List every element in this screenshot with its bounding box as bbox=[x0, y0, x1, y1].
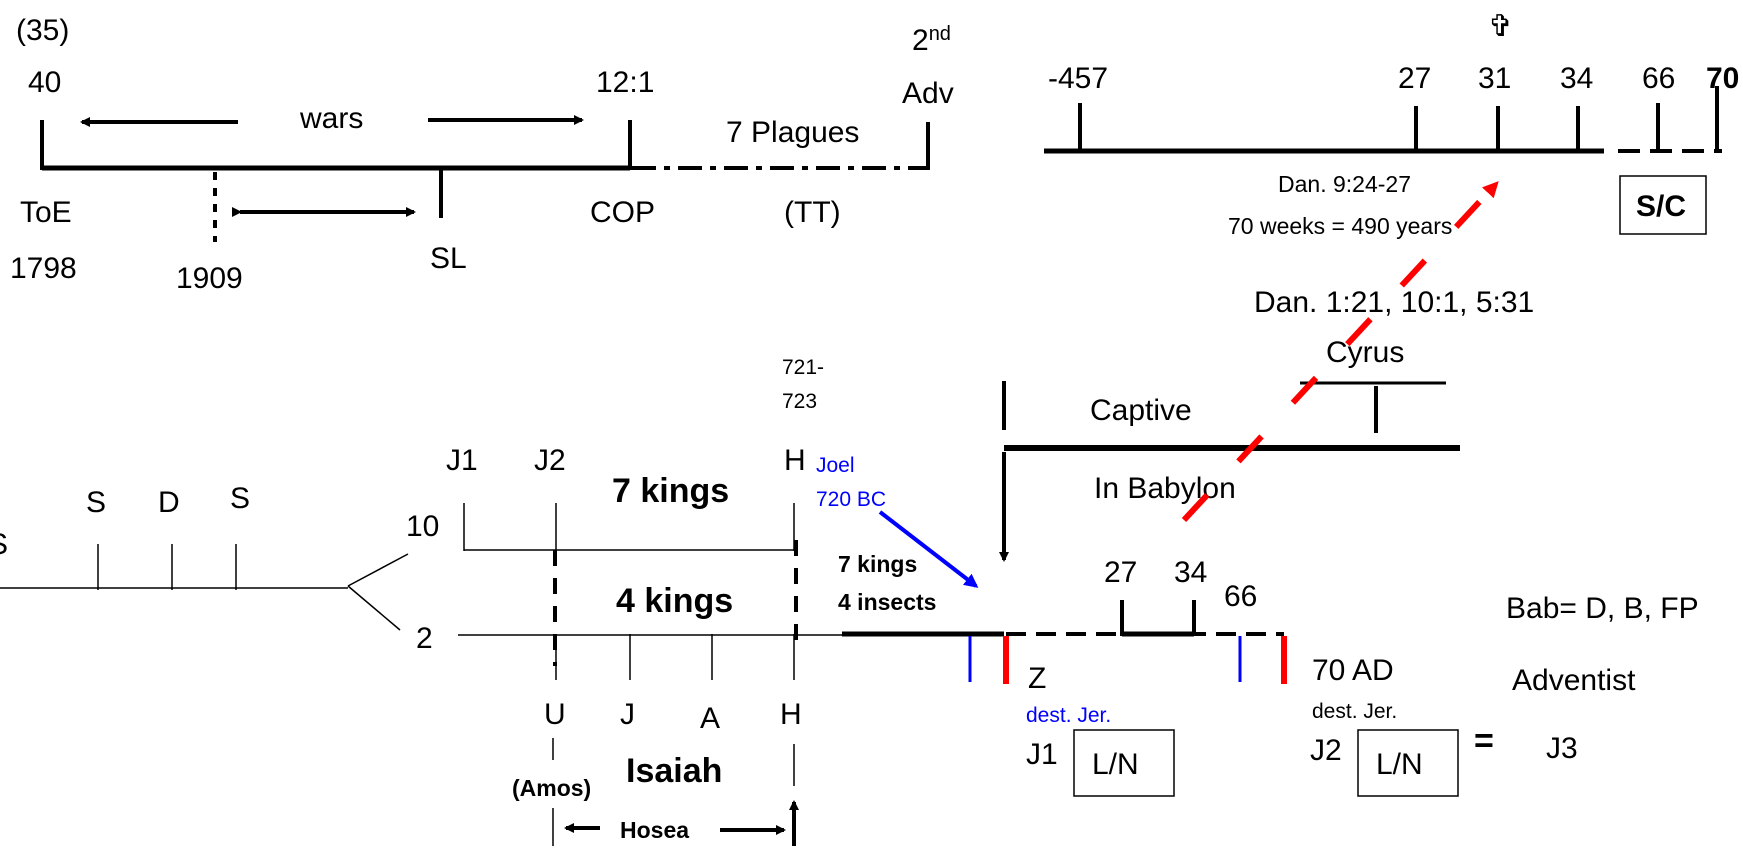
label-7-kings: 7 kings bbox=[612, 472, 729, 510]
label-hosea: Hosea bbox=[620, 817, 689, 843]
label-31: 31 bbox=[1478, 62, 1511, 95]
label-7-kings-b: 7 kings bbox=[838, 551, 917, 577]
label-723: 723 bbox=[782, 390, 817, 413]
label-12-1: 12:1 bbox=[596, 66, 654, 99]
label-2: 2 bbox=[416, 622, 433, 655]
label-captive: Captive bbox=[1090, 394, 1192, 427]
label-70-weeks: 70 weeks = 490 years bbox=[1228, 213, 1452, 239]
label-2nd-num: 2 bbox=[912, 24, 929, 57]
label-isaiah: Isaiah bbox=[626, 752, 722, 790]
label-2nd-sup: nd bbox=[929, 23, 951, 45]
label-j1: J1 bbox=[446, 444, 478, 477]
label-minus-457: -457 bbox=[1048, 62, 1108, 95]
label-wars: wars bbox=[299, 102, 363, 135]
label-66-b: 66 bbox=[1224, 580, 1257, 613]
label-a: A bbox=[700, 702, 720, 735]
label-toe: ToE bbox=[20, 196, 72, 229]
label-27-top: 27 bbox=[1398, 62, 1431, 95]
label-2nd: 2nd bbox=[912, 23, 951, 57]
label-sc: S/C bbox=[1636, 190, 1686, 223]
label-equals: = bbox=[1474, 722, 1494, 760]
label-1909: 1909 bbox=[176, 262, 243, 295]
ln-box-1 bbox=[1073, 729, 1175, 797]
label-j2: J2 bbox=[534, 444, 566, 477]
label-z: Z bbox=[1028, 662, 1046, 695]
label-4-kings: 4 kings bbox=[616, 582, 733, 620]
jerusalem-destructions: 27 34 66 Z dest. Jer. J1 L/N 70 AD dest.… bbox=[968, 556, 1699, 797]
label-1798: 1798 bbox=[10, 252, 77, 285]
label-ln-2: L/N bbox=[1376, 748, 1423, 781]
kingdoms-timeline: S S D S J1 J2 H 10 2 7 kings 4 kings Joe… bbox=[0, 444, 1004, 846]
label-cop: COP bbox=[590, 196, 655, 229]
label-70: 70 bbox=[1706, 62, 1739, 95]
label-70-ad: 70 AD bbox=[1312, 654, 1394, 687]
cross-icon: ✞ bbox=[1488, 10, 1513, 43]
sc-box bbox=[1619, 175, 1707, 235]
label-dest-jer-2: dest. Jer. bbox=[1312, 700, 1397, 723]
label-66-top: 66 bbox=[1642, 62, 1675, 95]
label-bab: Bab= D, B, FP bbox=[1506, 592, 1699, 625]
label-ln-1: L/N bbox=[1092, 748, 1139, 781]
label-35: (35) bbox=[16, 14, 69, 47]
label-j2-b: J2 bbox=[1310, 734, 1342, 767]
label-h: H bbox=[780, 698, 802, 731]
label-cyrus: Cyrus bbox=[1326, 336, 1404, 369]
label-720-bc: 720 BC bbox=[816, 488, 886, 511]
label-34-top: 34 bbox=[1560, 62, 1593, 95]
label-d: D bbox=[158, 486, 180, 519]
label-tt: (TT) bbox=[784, 196, 841, 229]
ln-box-2 bbox=[1357, 729, 1459, 797]
label-amos: (Amos) bbox=[512, 775, 591, 801]
label-j: J bbox=[620, 698, 635, 731]
split-upper bbox=[347, 553, 409, 587]
label-40: 40 bbox=[28, 66, 61, 99]
split-lower bbox=[347, 585, 401, 631]
label-10: 10 bbox=[406, 510, 439, 543]
label-in-babylon: In Babylon bbox=[1094, 472, 1236, 505]
label-dan-9: Dan. 9:24-27 bbox=[1278, 171, 1411, 197]
label-h-top: H bbox=[784, 444, 806, 477]
label-j1-b: J1 bbox=[1026, 738, 1058, 771]
label-721: 721- bbox=[782, 356, 824, 379]
babylon-captivity: Dan. 1:21, 10:1, 5:31 Cyrus Captive In B… bbox=[782, 286, 1534, 562]
joel-arrow bbox=[878, 510, 979, 588]
label-s-tail: S bbox=[0, 528, 8, 561]
label-adventist: Adventist bbox=[1512, 664, 1636, 697]
seventy-weeks-timeline: ✞ -457 27 31 34 66 70 Dan. 9:24-27 70 we… bbox=[1044, 10, 1739, 239]
label-joel: Joel bbox=[816, 454, 855, 477]
label-7-plagues: 7 Plagues bbox=[726, 116, 859, 149]
label-dest-jer-1: dest. Jer. bbox=[1026, 704, 1111, 727]
label-adv: Adv bbox=[902, 77, 954, 110]
label-27-b: 27 bbox=[1104, 556, 1137, 589]
label-4-insects: 4 insects bbox=[838, 589, 936, 615]
label-dan-1-21: Dan. 1:21, 10:1, 5:31 bbox=[1254, 286, 1534, 319]
label-sl: SL bbox=[430, 242, 467, 275]
label-s1: S bbox=[86, 486, 106, 519]
label-u: U bbox=[544, 698, 566, 731]
label-34-b: 34 bbox=[1174, 556, 1207, 589]
label-j3: J3 bbox=[1546, 732, 1578, 765]
end-time-timeline: (35) 40 wars 12:1 2nd Adv 7 Plagues ToE … bbox=[10, 14, 954, 295]
label-s2: S bbox=[230, 482, 250, 515]
